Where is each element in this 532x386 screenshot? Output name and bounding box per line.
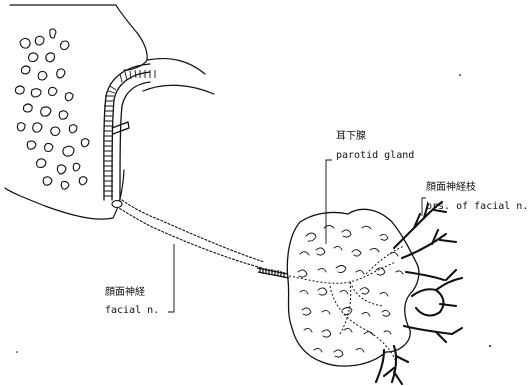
facial-branches-label-en: brs. of facial n. [426, 201, 528, 213]
facial-nerve-label-jp: 顔面神経 [105, 287, 145, 299]
facial-branches-label-jp: 顔面神経枝 [426, 182, 476, 194]
facial-nerve-label-en: facial n. [105, 305, 159, 317]
nerve-hatched-segment [257, 267, 289, 278]
parotid-gland-label-en: parotid gland [336, 150, 414, 162]
leader-facial-nerve [168, 244, 174, 312]
stylomastoid-foramen [112, 201, 122, 208]
parotid-gland [287, 209, 419, 366]
facial-nerve-course [113, 200, 264, 268]
leader-parotid [326, 160, 332, 244]
facial-canal [104, 64, 150, 200]
bone-granules [15, 29, 89, 189]
facial-nerve-branches [376, 202, 462, 384]
leader-lines [168, 160, 426, 312]
intraparotid-plexus [289, 246, 404, 362]
parotid-gland-label-jp: 耳下腺 [336, 131, 366, 143]
